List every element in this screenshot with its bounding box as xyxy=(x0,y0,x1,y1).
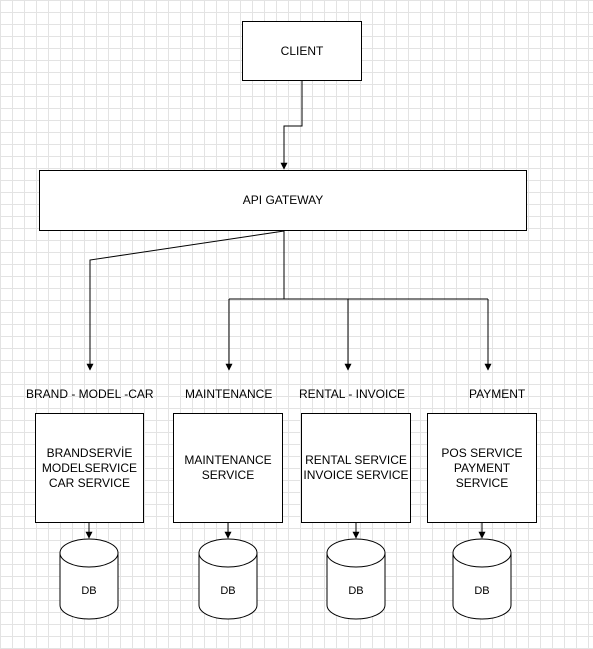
db-cylinder-brand xyxy=(59,538,119,620)
group-label-rental: RENTAL - INVOICE xyxy=(299,387,406,401)
db-cylinder-maintenance xyxy=(198,538,258,620)
db-label-rental: DB xyxy=(348,585,364,597)
db-label-payment: DB xyxy=(474,585,490,597)
api-gateway-node[interactable]: API GATEWAY xyxy=(39,170,527,231)
edge-client-gateway xyxy=(280,81,303,170)
service-box-payment[interactable]: POS SERVICE PAYMENT SERVICE xyxy=(427,413,537,523)
client-node[interactable]: CLIENT xyxy=(242,21,362,81)
group-label-brand: BRAND - MODEL -CAR xyxy=(26,387,154,401)
edge-gateway-brand xyxy=(86,230,285,371)
db-cylinder-payment xyxy=(452,538,512,620)
group-label-maintenance: MAINTENANCE xyxy=(185,387,273,401)
db-label-brand: DB xyxy=(81,585,97,597)
service-box-maintenance[interactable]: MAINTENANCE SERVICE xyxy=(173,413,283,523)
service-box-rental[interactable]: RENTAL SERVICE INVOICE SERVICE xyxy=(301,413,411,523)
db-label-maintenance: DB xyxy=(220,585,236,597)
group-label-payment: PAYMENT xyxy=(469,387,526,401)
service-box-brand[interactable]: BRANDSERVİE MODELSERVICE CAR SERVICE xyxy=(35,413,144,523)
db-cylinder-rental xyxy=(326,538,386,620)
